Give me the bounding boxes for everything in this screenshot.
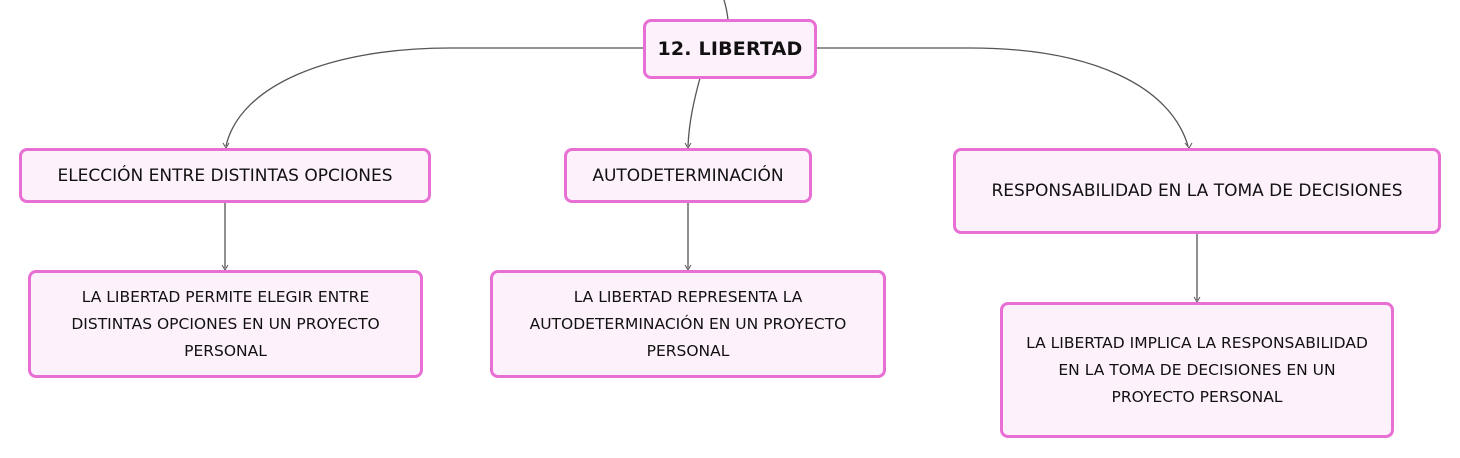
connector-root-to-topic-1	[225, 47, 643, 147]
detail-node-label: LA LIBERTAD IMPLICA LA RESPONSABILIDAD E…	[1026, 333, 1368, 406]
root-node-label: 12. LIBERTAD	[657, 38, 803, 60]
topic-node-label: RESPONSABILIDAD EN LA TOMA DE DECISIONES	[991, 181, 1403, 201]
topic-node-autodeterminacion[interactable]: AUTODETERMINACIÓN	[564, 148, 812, 203]
detail-node-responsabilidad[interactable]: LA LIBERTAD IMPLICA LA RESPONSABILIDAD E…	[1000, 302, 1394, 438]
detail-node-autodeterminacion[interactable]: LA LIBERTAD REPRESENTA LA AUTODETERMINAC…	[490, 270, 886, 378]
topic-node-label: ELECCIÓN ENTRE DISTINTAS OPCIONES	[57, 165, 393, 186]
detail-node-label: LA LIBERTAD PERMITE ELEGIR ENTRE DISTINT…	[71, 287, 380, 360]
parent-connector	[723, 0, 729, 21]
topic-node-responsabilidad[interactable]: RESPONSABILIDAD EN LA TOMA DE DECISIONES	[953, 148, 1441, 234]
connector-root-to-topic-3	[817, 47, 1189, 147]
connector-root-to-topic-2	[687, 77, 701, 147]
detail-node-eleccion[interactable]: LA LIBERTAD PERMITE ELEGIR ENTRE DISTINT…	[28, 270, 423, 378]
detail-node-label: LA LIBERTAD REPRESENTA LA AUTODETERMINAC…	[529, 287, 847, 360]
topic-node-label: AUTODETERMINACIÓN	[592, 165, 784, 186]
topic-node-eleccion[interactable]: ELECCIÓN ENTRE DISTINTAS OPCIONES	[19, 148, 431, 203]
root-node[interactable]: 12. LIBERTAD	[643, 19, 817, 79]
